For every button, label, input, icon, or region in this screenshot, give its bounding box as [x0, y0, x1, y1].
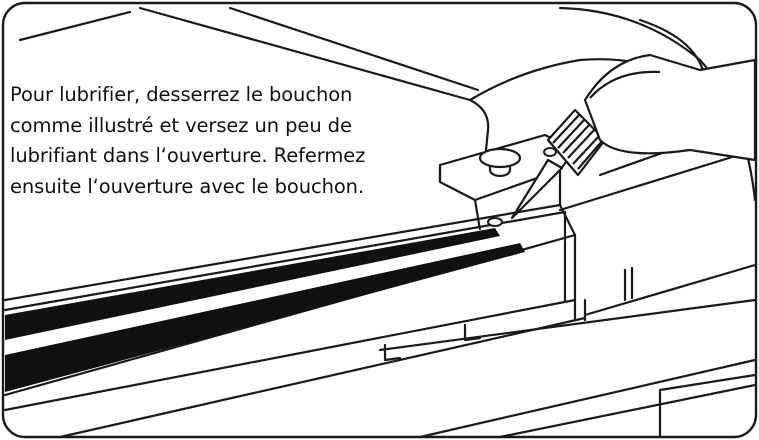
- screw-cap-icon: [478, 147, 522, 178]
- instruction-line-4: ensuite l‘ouverture avec le bouchon.: [10, 174, 365, 198]
- lower-bracket: [383, 323, 482, 362]
- rail-groove-lower: [5, 243, 525, 392]
- rail-bottom-edge: [58, 316, 587, 439]
- lower-bar-3: [498, 383, 757, 439]
- rail-top-edge: [3, 203, 562, 302]
- instruction-text: Pour lubrifier, desserrez le bouchon com…: [10, 80, 430, 202]
- rail-lower-edge: [3, 298, 577, 412]
- instruction-line-1: Pour lubrifier, desserrez le bouchon: [10, 83, 353, 106]
- upper-arm-lower-edge: [18, 10, 132, 42]
- rail-groove-upper: [5, 228, 500, 340]
- rail-opening: [487, 217, 503, 227]
- frame-slot: [623, 266, 634, 302]
- frame-right-mid: [558, 148, 757, 212]
- upper-arm-inner: [228, 6, 480, 92]
- lower-foot: [658, 373, 757, 439]
- instruction-line-3: lubrifiant dans l‘ouverture. Refermez: [10, 144, 366, 167]
- instruction-line-2: comme illustré et versez un peu de: [10, 113, 352, 137]
- bracket-hole: [543, 147, 557, 157]
- frame-right-low: [583, 263, 757, 317]
- rail-groove-divider: [5, 237, 520, 354]
- lower-bar-2: [418, 358, 757, 439]
- bracket-to-rail: [473, 170, 562, 231]
- lubricant-bottle-icon: [510, 53, 757, 220]
- rail-top-edge-2: [3, 210, 567, 312]
- lower-bar-1: [378, 298, 757, 352]
